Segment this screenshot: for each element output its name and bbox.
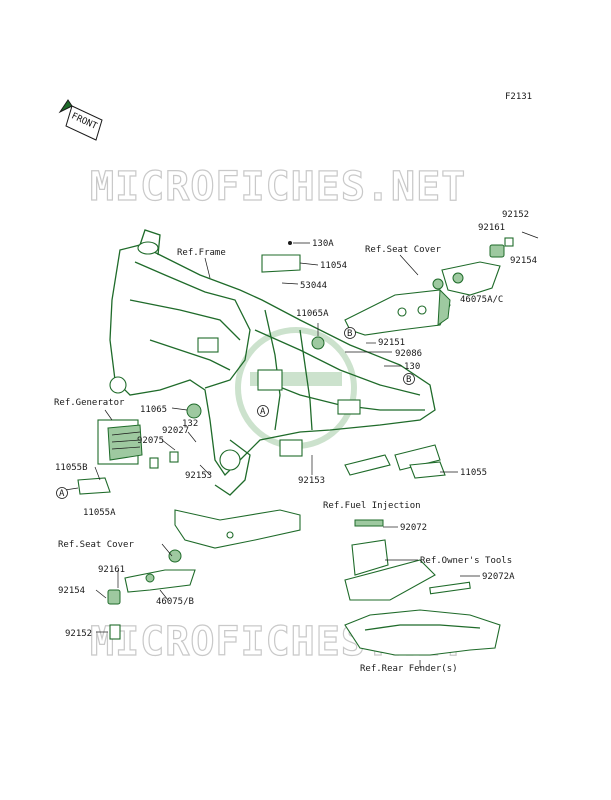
callout-b-mid: B: [406, 375, 411, 385]
label-ref-seat-cover-bottom: Ref.Seat Cover: [58, 540, 134, 550]
label-92075: 92075: [137, 436, 164, 446]
label-11065a: 11065A: [296, 309, 329, 319]
grommet-11065a: [311, 336, 325, 350]
label-130a: 130A: [312, 239, 334, 249]
leader-lines: [64, 242, 480, 668]
figure-code: F2131: [505, 92, 532, 102]
label-ref-seat-cover-top: Ref.Seat Cover: [365, 245, 441, 255]
regulator-generator: [97, 419, 179, 469]
bracket-11055: [344, 444, 446, 479]
brand-emblem-icon: [235, 327, 357, 449]
label-92161-top: 92161: [478, 223, 505, 233]
label-46075b: 46075/B: [156, 597, 194, 607]
label-11065: 11065: [140, 405, 167, 415]
bracket-11054: [261, 241, 301, 273]
callout-circle-b-mid: [403, 373, 415, 385]
label-ref-frame: Ref.Frame: [177, 248, 226, 258]
bushing-92161-top: [489, 231, 539, 258]
label-ref-owners-tools: Ref.Owner's Tools: [420, 556, 512, 566]
label-ref-fuel-injection: Ref.Fuel Injection: [323, 501, 421, 511]
label-132: 132: [182, 419, 198, 429]
callout-circle-a-left: [56, 487, 68, 499]
label-92027: 92027: [162, 426, 189, 436]
label-11054: 11054: [320, 261, 347, 271]
label-130: 130: [404, 362, 420, 372]
bracket-46075ac: [432, 261, 501, 296]
label-92154-top: 92154: [510, 256, 537, 266]
grommet-11065: [186, 403, 202, 419]
bracket-46075b: [124, 569, 196, 593]
label-92072: 92072: [400, 523, 427, 533]
label-92086: 92086: [395, 349, 422, 359]
callout-circle-a-frame: [257, 405, 269, 417]
bracket-11055a: [77, 477, 111, 495]
seat-cover-bracket-bottom: [168, 509, 301, 563]
watermark-top: MICROFICHES.NET: [90, 164, 466, 210]
tool-tray: [344, 519, 471, 601]
label-46075ac: 46075A/C: [460, 295, 503, 305]
label-92161-bottom: 92161: [98, 565, 125, 575]
label-92151: 92151: [378, 338, 405, 348]
label-92152-bottom: 92152: [65, 629, 92, 639]
main-frame: [109, 229, 436, 496]
label-11055a: 11055A: [83, 508, 116, 518]
label-92152-top: 92152: [502, 210, 529, 220]
label-92153-mid: 92153: [298, 476, 325, 486]
front-arrow-icon: FRONT: [58, 99, 103, 141]
callout-a-left: A: [59, 489, 65, 499]
label-ref-generator: Ref.Generator: [54, 398, 125, 408]
label-92072a: 92072A: [482, 572, 515, 582]
label-92154-bottom: 92154: [58, 586, 85, 596]
label-92153-left: 92153: [185, 471, 212, 481]
rear-fender: [344, 609, 501, 656]
label-11055: 11055: [460, 468, 487, 478]
label-11055b: 11055B: [55, 463, 88, 473]
seat-cover-bracket-top: [344, 288, 451, 336]
bushing-92161-bottom: [107, 589, 121, 640]
callout-circle-b-top: [344, 327, 356, 339]
callout-b-top: B: [347, 329, 352, 339]
label-53044: 53044: [300, 281, 327, 291]
callout-a-frame: A: [260, 407, 266, 417]
label-ref-rear-fender: Ref.Rear Fender(s): [360, 664, 458, 674]
